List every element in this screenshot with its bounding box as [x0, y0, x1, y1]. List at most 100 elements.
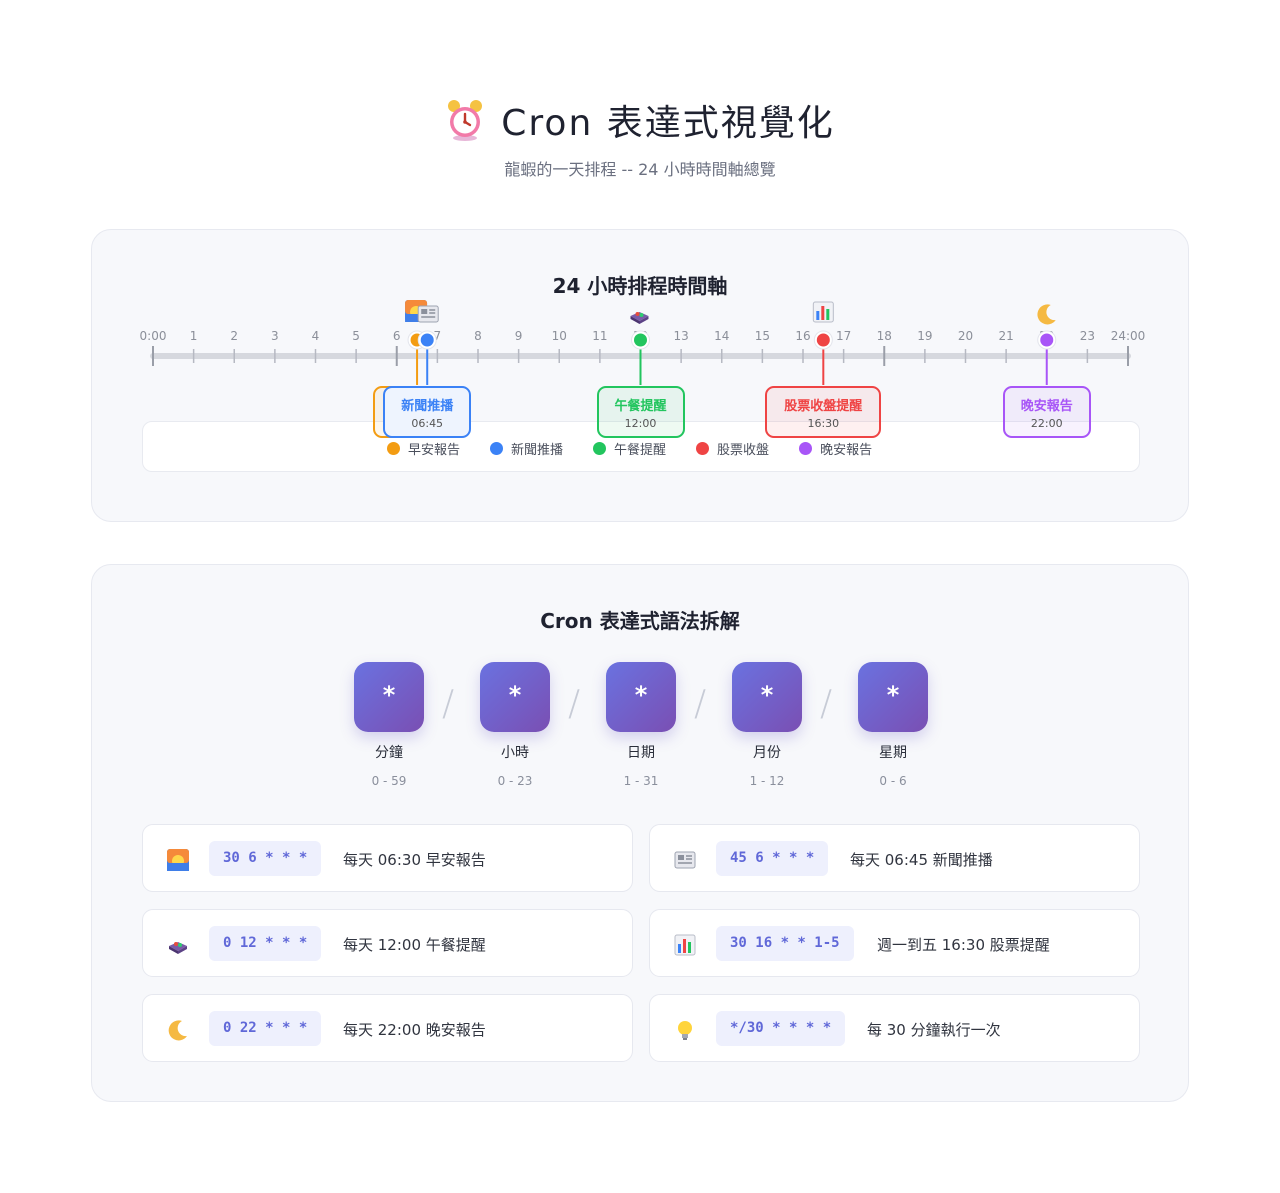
page-subtitle: 龍蝦的一天排程 -- 24 小時時間軸總覽 — [504, 160, 776, 179]
hour-tick-label: 18 — [877, 329, 892, 343]
syntax-panel: Cron 表達式語法拆解 * 分鐘 0 - 59 / * 小時 0 - 23 /… — [91, 564, 1189, 1102]
legend-label: 早安報告 — [408, 443, 461, 458]
bento-icon — [630, 312, 649, 324]
syntax-title: Cron 表達式語法拆解 — [540, 609, 740, 633]
bar-chart-icon — [812, 301, 834, 323]
timeline-legend: 早安報告 新聞推播 午餐提醒 股票收盤 晚安報告 — [142, 421, 1140, 472]
legend-item: 午餐提醒 — [593, 439, 666, 458]
cron-description: 每天 22:00 晚安報告 — [343, 1021, 486, 1039]
field-minute-symbol: * — [354, 662, 424, 732]
example-card-news[interactable]: 45 6 * * * 每天 06:45 新聞推播 — [649, 824, 1140, 892]
example-card-interval[interactable]: */30 * * * * 每 30 分鐘執行一次 — [649, 994, 1140, 1062]
cron-description: 每 30 分鐘執行一次 — [867, 1021, 1001, 1039]
cron-description: 每天 06:30 早安報告 — [343, 851, 486, 869]
bar-chart-icon — [674, 934, 696, 956]
newspaper-icon — [417, 305, 439, 323]
example-card-morning[interactable]: 30 6 * * * 每天 06:30 早安報告 — [142, 824, 633, 892]
legend-label: 晚安報告 — [820, 443, 873, 458]
hour-tick-label: 9 — [515, 329, 523, 343]
event-label-name: 股票收盤提醒 — [784, 399, 863, 414]
hour-tick-label: 23 — [1080, 329, 1095, 343]
newspaper-icon — [674, 849, 696, 871]
cron-description: 每天 06:45 新聞推播 — [850, 851, 993, 869]
cron-description: 週一到五 16:30 股票提醒 — [877, 936, 1050, 954]
lightbulb-icon — [674, 1019, 696, 1041]
timeline-title: 24 小時排程時間軸 — [552, 274, 728, 298]
example-card-night[interactable]: 0 22 * * * 每天 22:00 晚安報告 — [142, 994, 633, 1062]
cron-code: 45 6 * * * — [716, 841, 829, 876]
legend-item: 新聞推播 — [490, 439, 563, 458]
cron-code: 0 12 * * * — [209, 926, 322, 961]
cron-code: 30 6 * * * — [209, 841, 322, 876]
hour-tick-label: 16 — [795, 329, 810, 343]
legend-dot — [799, 442, 813, 455]
example-card-lunch[interactable]: 0 12 * * * 每天 12:00 午餐提醒 — [142, 909, 633, 977]
hour-tick-label: 8 — [474, 329, 482, 343]
field-weekday-name: 星期 — [879, 745, 907, 761]
field-month-name: 月份 — [753, 745, 781, 761]
hour-tick-label: 2 — [230, 329, 238, 343]
field-weekday: * 星期 0 - 6 — [858, 662, 928, 788]
example-card-stock[interactable]: 30 16 * * 1-5 週一到五 16:30 股票提醒 — [649, 909, 1140, 977]
alarm-clock-icon — [445, 98, 485, 142]
field-day: * 日期 1 - 31 — [606, 662, 676, 788]
event-marker — [634, 333, 647, 347]
field-day-range: 1 - 31 — [623, 774, 659, 788]
timeline-panel: 24 小時排程時間軸 0:001234567891011121314151617… — [91, 229, 1189, 522]
hour-tick-label: 19 — [917, 329, 932, 343]
field-hour-name: 小時 — [501, 745, 529, 761]
legend-dot — [593, 442, 607, 455]
legend-item: 晚安報告 — [799, 439, 872, 458]
event-label-name: 新聞推播 — [401, 399, 454, 414]
legend-dot — [490, 442, 504, 455]
event-label[interactable]: 新聞推播 06:45 — [383, 386, 472, 438]
hour-tick-label: 6 — [393, 329, 401, 343]
hour-tick-label: 1 — [190, 329, 198, 343]
legend-item: 早安報告 — [387, 439, 460, 458]
hour-tick-label: 17 — [836, 329, 851, 343]
hour-tick-label: 0:00 — [140, 329, 167, 343]
field-separator: / — [442, 683, 455, 724]
hour-tick-label: 13 — [673, 329, 688, 343]
sunrise-icon — [167, 849, 189, 871]
field-minute-name: 分鐘 — [375, 745, 403, 761]
moon-icon — [167, 1019, 189, 1041]
hour-tick-label: 21 — [998, 329, 1013, 343]
cron-code: */30 * * * * — [716, 1011, 846, 1046]
field-weekday-range: 0 - 6 — [879, 774, 907, 788]
legend-label: 股票收盤 — [717, 443, 770, 458]
hour-tick-label: 24:00 — [1111, 329, 1146, 343]
event-marker — [816, 333, 830, 347]
event-label[interactable]: 股票收盤提醒 16:30 — [765, 386, 882, 438]
legend-label: 新聞推播 — [511, 443, 564, 458]
timeline-chart: 0:00123456789101112131415161718192021222… — [140, 300, 1146, 385]
hour-tick-label: 7 — [434, 329, 442, 343]
hour-tick-label: 3 — [271, 329, 279, 343]
field-month-range: 1 - 12 — [749, 774, 785, 788]
field-weekday-symbol: * — [858, 662, 928, 732]
event-label-name: 午餐提醒 — [614, 399, 667, 414]
hour-tick-label: 15 — [755, 329, 770, 343]
field-hour-range: 0 - 23 — [497, 774, 533, 788]
hour-tick-label: 14 — [714, 329, 729, 343]
field-separator: / — [820, 683, 833, 724]
event-label-time: 16:30 — [807, 417, 840, 430]
field-separator: / — [694, 683, 707, 724]
legend-dot — [696, 442, 710, 455]
legend-dot — [387, 442, 400, 455]
page-title: Cron 表達式視覺化 — [501, 103, 835, 144]
field-day-name: 日期 — [627, 745, 655, 761]
field-minute: * 分鐘 0 - 59 — [354, 662, 424, 788]
legend-label: 午餐提醒 — [614, 443, 667, 458]
field-minute-range: 0 - 59 — [371, 774, 407, 788]
hour-tick-label: 4 — [312, 329, 320, 343]
event-label-time: 06:45 — [411, 417, 444, 430]
cron-code: 30 16 * * 1-5 — [716, 926, 854, 961]
field-month-symbol: * — [732, 662, 802, 732]
hour-tick-label: 10 — [552, 329, 567, 343]
hour-tick-label: 11 — [592, 329, 607, 343]
hour-tick-label: 20 — [958, 329, 973, 343]
event-marker — [1040, 333, 1054, 347]
